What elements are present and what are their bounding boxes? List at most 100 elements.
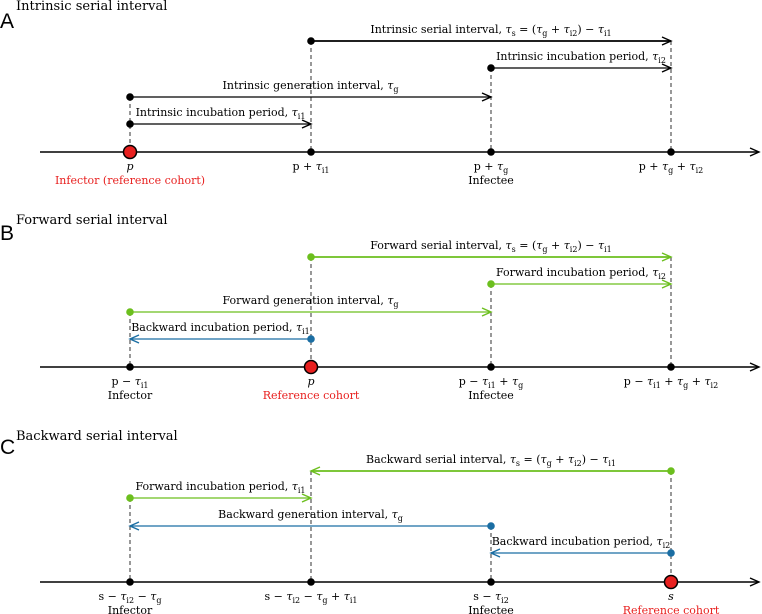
axis-point-label-subscript: g bbox=[156, 596, 161, 605]
axis-point-label-part: τ bbox=[662, 160, 669, 173]
axis-point-label: s − τi2​ bbox=[473, 590, 509, 605]
interval-label-part: τ bbox=[292, 480, 299, 493]
interval-start-dot bbox=[126, 308, 134, 316]
axis-point-label-part: s bbox=[668, 590, 674, 603]
reference-point bbox=[303, 359, 319, 375]
panel-letter: A bbox=[0, 10, 14, 33]
interval-label-part: Backward incubation period, bbox=[492, 535, 657, 548]
interval-arrowhead bbox=[661, 63, 673, 73]
axis-point-label: p bbox=[126, 160, 133, 173]
axis-point-label-part: τ bbox=[316, 590, 323, 603]
axis-point bbox=[307, 148, 315, 156]
axis-point-label-subscript: i1 bbox=[488, 381, 496, 390]
interval-label-part: Intrinsic incubation period, bbox=[496, 50, 652, 63]
axis-point-role: Infector (reference cohort) bbox=[55, 174, 205, 187]
interval-arrowhead bbox=[301, 119, 313, 129]
axis-point bbox=[126, 363, 134, 371]
axis-point-label: p + τg​ + τi2​ bbox=[639, 160, 703, 175]
interval-label-subscript: i1 bbox=[298, 486, 306, 495]
interval-label-part: Forward incubation period, bbox=[135, 480, 291, 493]
interval-label-part: Forward incubation period, bbox=[496, 266, 652, 279]
interval-label-subscript: i2 bbox=[658, 56, 666, 65]
interval-start-dot bbox=[126, 120, 134, 128]
panel-title: Backward serial interval bbox=[16, 429, 178, 444]
time-axis-arrowhead bbox=[749, 362, 761, 372]
interval-label-part: τ bbox=[657, 535, 664, 548]
interval-start-dot bbox=[126, 93, 134, 101]
axis-point-label-part: p − bbox=[459, 375, 482, 388]
reference-point bbox=[663, 574, 679, 590]
interval-label: Forward incubation period, τi1​ bbox=[135, 480, 305, 495]
interval-label-part: τ bbox=[568, 453, 575, 466]
interval-label-subscript: i2 bbox=[574, 459, 582, 468]
axis-point-label: p bbox=[307, 375, 314, 388]
interval-label-subscript: g bbox=[393, 300, 398, 309]
axis-point bbox=[307, 578, 315, 586]
interval-label-subscript: s bbox=[512, 29, 516, 38]
time-axis-arrowhead bbox=[749, 577, 761, 587]
interval-label-part: τ bbox=[510, 453, 517, 466]
axis-point-label-subscript: g bbox=[518, 381, 523, 390]
interval-label-part: ) − bbox=[577, 239, 598, 252]
axis-point-label-subscript: i2 bbox=[696, 166, 704, 175]
interval-label-part: τ bbox=[564, 239, 571, 252]
interval-label-part: τ bbox=[541, 453, 548, 466]
axis-point-label-part: τ bbox=[689, 160, 696, 173]
axis-point-label-part: − bbox=[134, 590, 150, 603]
interval-label-part: τ bbox=[652, 50, 659, 63]
interval-label-part: τ bbox=[598, 239, 605, 252]
interval-label-part: + bbox=[552, 453, 568, 466]
axis-point-label-part: + bbox=[661, 375, 677, 388]
interval-label-part: τ bbox=[392, 508, 399, 521]
axis-point-role: Infector bbox=[108, 389, 153, 402]
interval-label-subscript: g bbox=[542, 245, 547, 254]
panel-title: Forward serial interval bbox=[16, 213, 168, 228]
interval-start-dot bbox=[667, 549, 675, 557]
axis-point-label-subscript: i1 bbox=[350, 596, 358, 605]
interval-arrowhead bbox=[661, 252, 673, 262]
axis-point-label-subscript: g bbox=[322, 596, 327, 605]
axis-point-label: p − τi1​ + τg​ + τi2​ bbox=[624, 375, 718, 390]
interval-label-subscript: i1 bbox=[604, 245, 612, 254]
axis-point-role: Infector bbox=[108, 604, 153, 614]
interval-label-part: Intrinsic incubation period, bbox=[136, 106, 292, 119]
interval-label-subscript: i2 bbox=[570, 29, 578, 38]
axis-point-label-part: τ bbox=[316, 160, 323, 173]
interval-label: Forward incubation period, τi2​ bbox=[496, 266, 666, 281]
interval-label-part: ) − bbox=[582, 453, 603, 466]
interval-start-dot bbox=[487, 280, 495, 288]
axis-point-label-part: s − bbox=[473, 590, 495, 603]
axis-point-label-part: + bbox=[688, 375, 704, 388]
interval-label: Forward serial interval, τs​ = (τg​ + τi… bbox=[370, 239, 611, 254]
axis-point-label-part: τ bbox=[512, 375, 519, 388]
axis-point-label-part: τ bbox=[286, 590, 293, 603]
interval-label-part: τ bbox=[505, 23, 512, 36]
axis-point-label: p + τi1​ bbox=[292, 160, 329, 175]
interval-label-part: τ bbox=[536, 239, 543, 252]
axis-point-label-subscript: i1 bbox=[322, 166, 330, 175]
axis-point-label-part: τ bbox=[495, 590, 502, 603]
interval-label-part: = ( bbox=[516, 239, 537, 252]
interval-label-part: τ bbox=[564, 23, 571, 36]
interval-label-subscript: i1 bbox=[604, 29, 612, 38]
interval-label: Backward incubation period, τi2​ bbox=[492, 535, 671, 550]
interval-label-part: Forward generation interval, bbox=[222, 294, 387, 307]
axis-point-label-part: p bbox=[126, 160, 133, 173]
axis-point-label-part: τ bbox=[344, 590, 351, 603]
axis-point-label: s − τi2​ − τg​ bbox=[98, 590, 161, 605]
axis-point-label-subscript: i2 bbox=[126, 596, 134, 605]
interval-arrowhead bbox=[489, 548, 501, 558]
interval-label-subscript: i1 bbox=[302, 327, 310, 336]
axis-point-label-part: τ bbox=[704, 375, 711, 388]
interval-arrowhead bbox=[128, 521, 140, 531]
interval-label-subscript: i2 bbox=[570, 245, 578, 254]
axis-point-label-part: p + bbox=[474, 160, 497, 173]
interval-label: Backward serial interval, τs​ = (τg​ + τ… bbox=[366, 453, 616, 468]
interval-label-part: Backward incubation period, bbox=[131, 321, 296, 334]
interval-label-part: Intrinsic serial interval, bbox=[370, 23, 505, 36]
interval-label-subscript: g bbox=[398, 514, 403, 523]
interval-start-dot bbox=[667, 467, 675, 475]
interval-label: Intrinsic incubation period, τi1​ bbox=[136, 106, 306, 121]
axis-point bbox=[667, 148, 675, 156]
